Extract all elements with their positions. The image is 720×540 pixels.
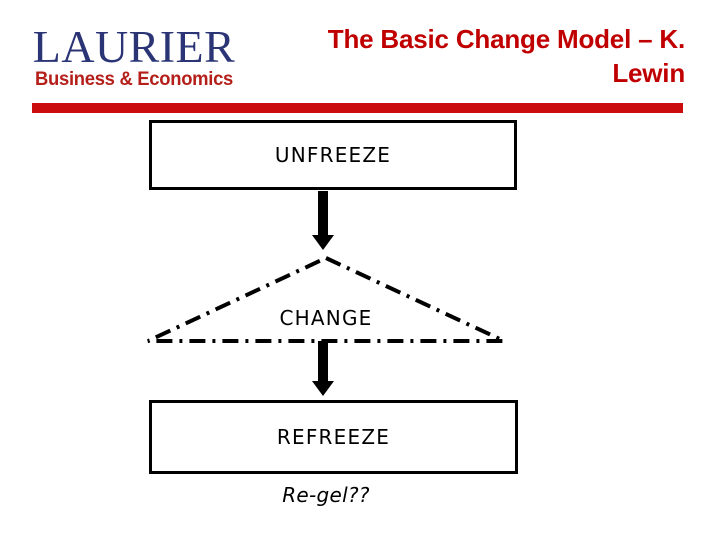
process-shape-change [140,250,512,350]
process-box-refreeze: REFREEZE [149,400,518,474]
logo-subtitle: Business & Economics [34,68,234,90]
process-box-refreeze-label: REFREEZE [276,425,391,449]
process-box-unfreeze-label: UNFREEZE [274,143,392,167]
logo-wordmark: LAURIER [32,22,236,72]
header-divider [32,103,683,113]
laurier-logo: LAURIER Business & Economics [24,22,244,98]
process-box-unfreeze: UNFREEZE [149,120,517,190]
arrow-head [312,381,334,396]
arrow-head [312,235,334,250]
slide-title: The Basic Change Model – K. Lewin [327,24,685,89]
process-shape-change-label: CHANGE [279,306,373,330]
arrow-shaft [318,191,328,237]
arrow-shaft [318,341,328,383]
diagram-caption: Re-gel?? [282,483,370,507]
